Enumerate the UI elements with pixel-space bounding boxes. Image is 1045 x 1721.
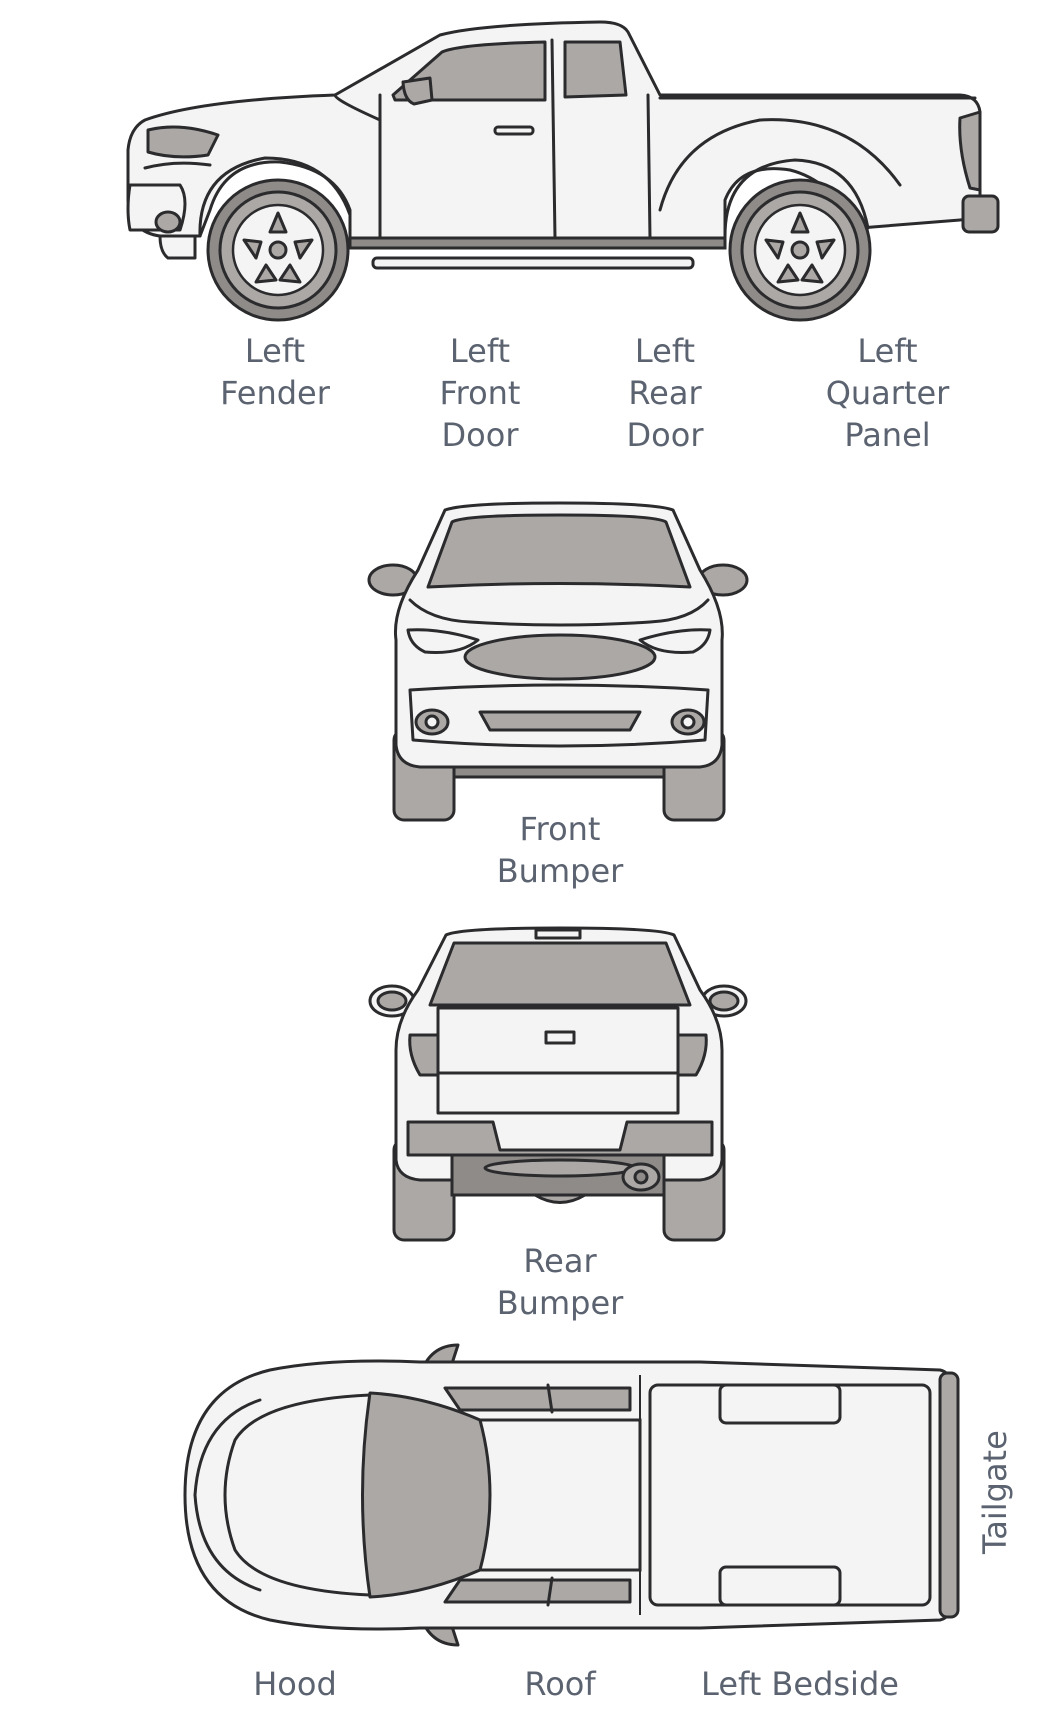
label-left-front-door-line-2: Front (439, 374, 521, 412)
label-left-rear-door-line-3: Door (626, 416, 704, 454)
side-rear-wheel (728, 178, 872, 322)
front-view-truck (367, 501, 749, 822)
label-front-bumper-line-2: Bumper (496, 852, 624, 890)
side-front-wheel (206, 178, 350, 322)
label-left-front-door: Left Front Door (410, 330, 550, 456)
label-left-front-door-line-1: Left (449, 332, 511, 370)
label-tailgate-text: Tailgate (976, 1430, 1014, 1554)
label-left-quarter-panel-line-1: Left (857, 332, 918, 370)
label-rear-bumper: Rear Bumper (470, 1240, 650, 1324)
front-grille (463, 633, 657, 681)
label-hood-text: Hood (253, 1665, 337, 1703)
label-tailgate: Tailgate (974, 1430, 1016, 1554)
side-rear-window[interactable] (563, 40, 628, 99)
label-left-bedside: Left Bedside (680, 1663, 920, 1705)
top-windshield[interactable] (361, 1391, 492, 1599)
label-left-rear-door: Left Rear Door (595, 330, 735, 456)
label-roof-text: Roof (524, 1665, 596, 1703)
rear-tailgate[interactable] (436, 1006, 680, 1115)
label-rear-bumper-line-2: Bumper (496, 1284, 624, 1322)
label-left-quarter-panel-line-2: Quarter (825, 374, 950, 412)
label-rear-bumper-line-1: Rear (523, 1242, 597, 1280)
label-left-rear-door-line-2: Rear (628, 374, 702, 412)
front-windshield[interactable] (426, 513, 692, 589)
label-left-front-door-line-3: Door (441, 416, 519, 454)
label-left-rear-door-line-1: Left (634, 332, 696, 370)
rear-window[interactable] (428, 941, 692, 1007)
label-left-quarter-panel: Left Quarter Panel (800, 330, 975, 456)
label-hood: Hood (220, 1663, 370, 1705)
label-left-fender-line-2: Fender (220, 374, 330, 412)
label-left-fender-line-1: Left (244, 332, 306, 370)
label-left-bedside-text: Left Bedside (701, 1665, 899, 1703)
top-hood[interactable] (223, 1393, 372, 1597)
label-roof: Roof (485, 1663, 635, 1705)
label-front-bumper: Front Bumper (470, 808, 650, 892)
label-left-fender: Left Fender (200, 330, 350, 414)
label-left-quarter-panel-line-3: Panel (844, 416, 931, 454)
side-rear-door-outline[interactable] (646, 93, 652, 240)
top-view-truck (183, 1343, 960, 1647)
rear-view-truck (368, 926, 748, 1242)
label-front-bumper-line-1: Front (519, 810, 601, 848)
side-view-truck (126, 20, 1000, 322)
